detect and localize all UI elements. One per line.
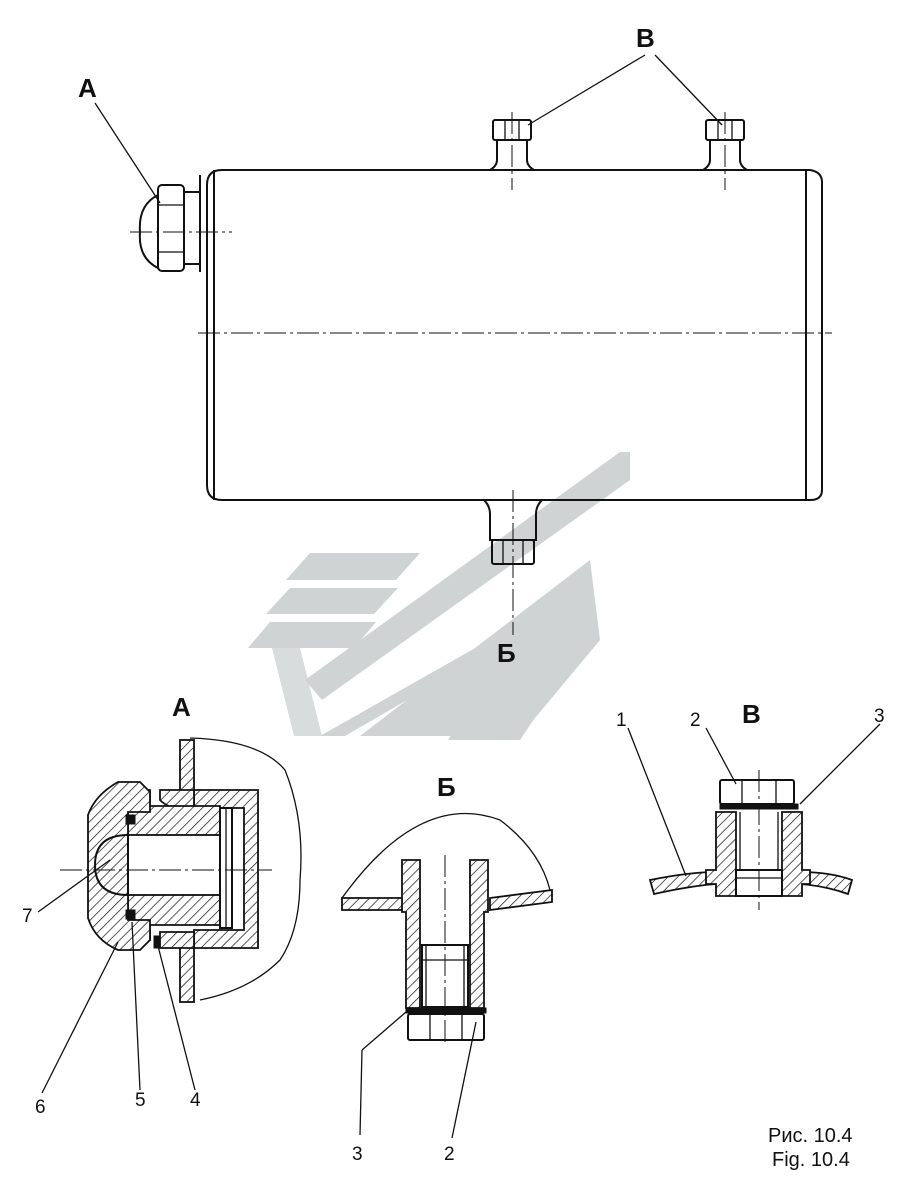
detail-b-section: B 1 2 3 [616,699,885,910]
label-b: B [636,23,655,53]
fitting-a [130,184,232,272]
detail-a-callout-7: 7 [22,906,33,927]
detail-be-callout-2: 2 [444,1144,455,1165]
detail-b-callout-3: 3 [874,706,885,727]
label-be: Б [497,638,516,668]
detail-a-callout-4: 4 [190,1090,201,1111]
fitting-b-left [486,112,538,190]
tank-main-view: A B Б [78,23,832,668]
caption-ru: Рис. 10.4 [768,1125,853,1147]
detail-a-callout-5: 5 [135,1090,146,1111]
watermark-logo [248,452,630,740]
detail-b-callout-1: 1 [616,710,627,731]
detail-a-callout-6: 6 [35,1097,46,1118]
fitting-be [483,490,543,635]
detail-a-title: A [172,692,191,722]
detail-be-callout-3: 3 [352,1144,363,1165]
detail-b-title: B [742,699,761,729]
detail-b-callout-2: 2 [690,710,701,731]
detail-be-title: Б [437,772,456,802]
caption-en: Fig. 10.4 [772,1149,850,1171]
figure-caption: Рис. 10.4 Fig. 10.4 [768,1125,853,1171]
label-a: A [78,73,97,103]
detail-be-section: Б 3 2 [341,772,553,1165]
detail-a-section: A 7 6 5 4 [22,692,302,1118]
fitting-b-right [699,112,751,190]
